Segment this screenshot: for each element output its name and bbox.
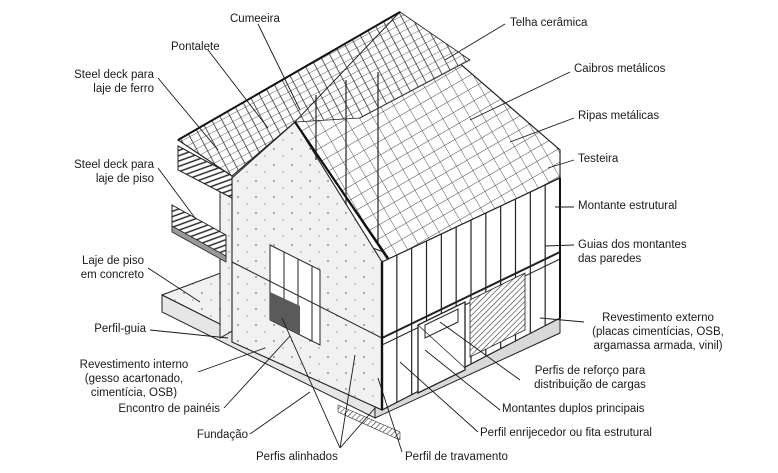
label-guias-montantes: Guias dos montantes das paredes [578,239,687,265]
label-perfil-guia: Perfil-guia [94,323,146,335]
label-perfis-reforco: Perfis de reforço para distribuição de c… [534,365,646,391]
label-montante-estrutural: Montante estrutural [578,200,678,212]
label-testeira: Testeira [578,153,619,165]
label-pontalete: Pontalete [171,41,220,53]
label-fundacao: Fundação [196,429,248,441]
leader-lines [147,23,585,453]
label-telha-ceramica: Telha cerâmica [510,17,588,29]
label-steel-deck-piso: Steel deck para laje de piso [74,159,154,185]
steel-deck-slabs [171,145,233,263]
label-montantes-duplos: Montantes duplos principais [502,403,645,415]
label-caibros-metalicos: Caibros metálicos [574,63,666,75]
label-encontro-paineis: Encontro de painéis [118,403,220,415]
label-cumeeira: Cumeeira [230,13,280,25]
label-perfis-alinhados: Perfis alinhados [256,451,338,463]
label-steel-deck-ferro: Steel deck para laje de ferro [74,69,154,95]
label-ripas-metalicas: Ripas metálicas [578,110,660,122]
label-laje-concreto: Laje de piso em concreto [80,255,144,281]
label-revestimento-interno: Revestimento interno (gesso acartonado, … [79,359,189,399]
roof [176,11,561,263]
label-perfil-travamento: Perfil de travamento [405,451,508,463]
label-perfil-enrijecedor: Perfil enrijecedor ou fita estrutural [480,427,652,439]
front-wall-framing [380,177,561,411]
label-revestimento-externo: Revestimento externo (placas cimentícias… [592,312,724,352]
